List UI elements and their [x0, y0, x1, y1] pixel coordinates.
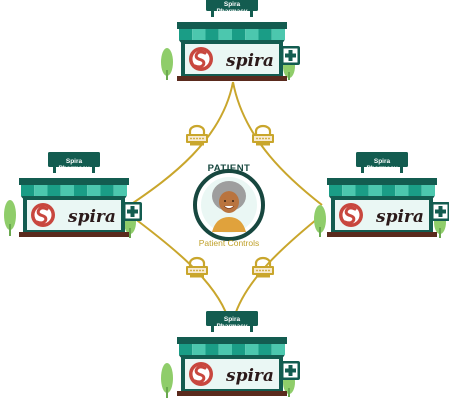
- lock-icon: [184, 256, 210, 279]
- sign-line-2: Pharmacy: [58, 165, 89, 172]
- line-right-to-bottom: [233, 214, 323, 319]
- brand-name: spira: [225, 366, 274, 386]
- line-top-to-left: [129, 81, 234, 206]
- brand-name: spira: [67, 207, 116, 227]
- pharmacy-bottom: Spira Pharmacy spira: [161, 309, 302, 398]
- sign-line-2: Pharmacy: [216, 8, 247, 15]
- sign-line-2: Pharmacy: [216, 323, 247, 330]
- pharmacy-top: Spira Pharmacy spira: [161, 0, 302, 83]
- sign-line-1: Spira: [66, 158, 83, 165]
- tree-icon: [314, 205, 326, 233]
- pharmacy-right: Spira Pharmacy spira: [314, 150, 449, 239]
- tree-icon: [161, 363, 173, 393]
- line-top-to-right: [232, 81, 323, 206]
- sign-line-1: Spira: [224, 1, 241, 8]
- tree-icon: [161, 48, 173, 76]
- patient-title: PATIENT: [208, 163, 251, 174]
- sign-line-2: Pharmacy: [366, 165, 397, 172]
- lock-icon: [250, 124, 276, 147]
- patient-node: PATIENT Patient Controls: [193, 163, 265, 248]
- tree-icon: [4, 200, 16, 230]
- brand-name: spira: [225, 51, 274, 71]
- sign-line-1: Spira: [224, 316, 241, 323]
- lock-icon: [184, 124, 210, 147]
- pharmacy-left: Spira Pharmacy spira: [4, 150, 144, 239]
- sign-line-1: Spira: [374, 158, 391, 165]
- patient-subtitle: Patient Controls: [199, 238, 259, 248]
- brand-name: spira: [375, 207, 424, 227]
